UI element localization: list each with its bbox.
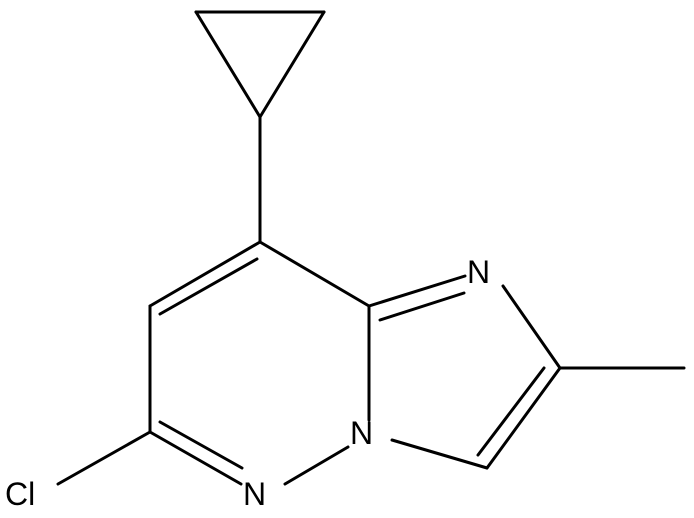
bond [148,430,243,486]
atom-label-nitrogen-imidazole: N [467,254,490,290]
bond [258,10,326,119]
bond [485,366,562,470]
bond [283,445,350,486]
bond [501,284,562,370]
imidazole-ring [367,274,562,470]
atom-label-nitrogen-bottom: N [243,476,266,512]
cyclopropyl-ring [194,10,326,119]
bond [367,274,467,308]
bond [258,240,371,308]
bond [194,10,262,119]
bond [390,438,489,470]
bond-double-inner [158,257,259,316]
atom-label-nitrogen-bridge: N [350,415,373,451]
bond-double-inner [476,366,546,457]
atom-label-chlorine: Cl [5,476,35,512]
bond-double-inner [158,420,244,470]
bond-chloro [56,430,152,486]
bond-double-inner [378,291,466,322]
bond [148,240,262,308]
pyridazine-ring [148,240,371,486]
